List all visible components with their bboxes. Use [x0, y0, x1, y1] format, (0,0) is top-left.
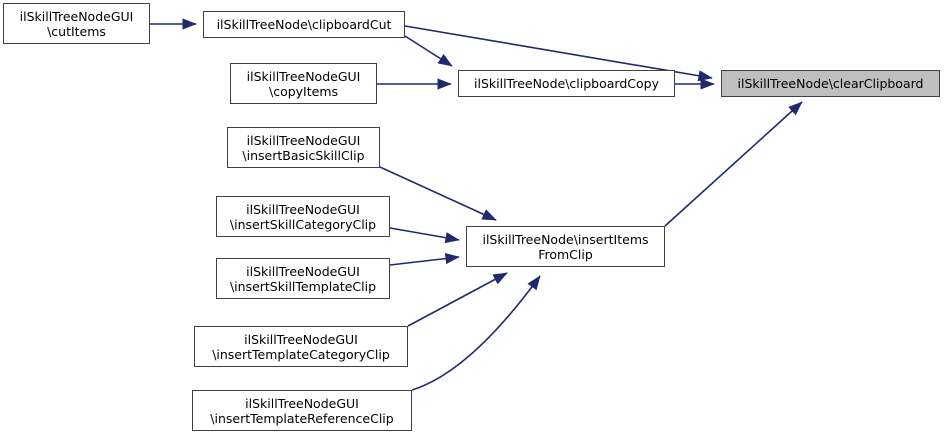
node-insertTemplateCategoryClip[interactable]: ilSkillTreeNodeGUI \insertTemplateCatego… [194, 326, 408, 367]
node-clearClipboard[interactable]: ilSkillTreeNode\clearClipboard [721, 70, 940, 97]
node-label-insertSkillTemplateClip: ilSkillTreeNodeGUI \insertSkillTemplateC… [229, 263, 377, 294]
node-label-insertTemplateReferenceClip: ilSkillTreeNodeGUI \insertTemplateRefere… [210, 395, 394, 426]
node-insertTemplateReferenceClip[interactable]: ilSkillTreeNodeGUI \insertTemplateRefere… [192, 390, 412, 431]
edge-clipboardCut-to-clipboardCopy [404, 35, 453, 67]
node-label-clearClipboard: ilSkillTreeNode\clearClipboard [737, 76, 924, 91]
node-copyItems[interactable]: ilSkillTreeNodeGUI \copyItems [230, 63, 377, 104]
node-clipboardCut[interactable]: ilSkillTreeNode\clipboardCut [203, 11, 405, 38]
edge-insertSkillTemplateClip-to-insertItemsFromClip [389, 253, 460, 266]
node-clipboardCopy[interactable]: ilSkillTreeNode\clipboardCopy [458, 70, 675, 97]
edge-insertBasicSkillClip-to-insertItemsFromClip [379, 166, 497, 221]
node-label-cutItems: ilSkillTreeNodeGUI \cutItems [19, 8, 134, 39]
edge-insertTemplateReferenceClip-to-insertItemsFromClip [411, 275, 541, 391]
node-label-clipboardCut: ilSkillTreeNode\clipboardCut [216, 17, 392, 32]
node-insertSkillTemplateClip[interactable]: ilSkillTreeNodeGUI \insertSkillTemplateC… [216, 258, 390, 299]
node-insertItemsFromClip[interactable]: ilSkillTreeNode\insertItems FromClip [466, 226, 665, 267]
edge-insertTemplateCategoryClip-to-insertItemsFromClip [407, 272, 508, 327]
node-label-clipboardCopy: ilSkillTreeNode\clipboardCopy [474, 76, 659, 91]
node-label-insertBasicSkillClip: ilSkillTreeNodeGUI \insertBasicSkillClip [242, 132, 365, 163]
edge-insertSkillCategoryClip-to-insertItemsFromClip [389, 227, 460, 244]
node-insertSkillCategoryClip[interactable]: ilSkillTreeNodeGUI \insertSkillCategoryC… [216, 196, 390, 237]
node-label-insertTemplateCategoryClip: ilSkillTreeNodeGUI \insertTemplateCatego… [212, 331, 390, 362]
node-cutItems[interactable]: ilSkillTreeNodeGUI \cutItems [3, 3, 150, 44]
edge-insertItemsFromClip-to-clearClipboard [664, 101, 803, 227]
node-label-insertItemsFromClip: ilSkillTreeNode\insertItems FromClip [482, 231, 649, 262]
node-label-insertSkillCategoryClip: ilSkillTreeNodeGUI \insertSkillCategoryC… [229, 201, 377, 232]
node-insertBasicSkillClip[interactable]: ilSkillTreeNodeGUI \insertBasicSkillClip [227, 127, 380, 168]
node-label-copyItems: ilSkillTreeNodeGUI \copyItems [246, 68, 361, 99]
